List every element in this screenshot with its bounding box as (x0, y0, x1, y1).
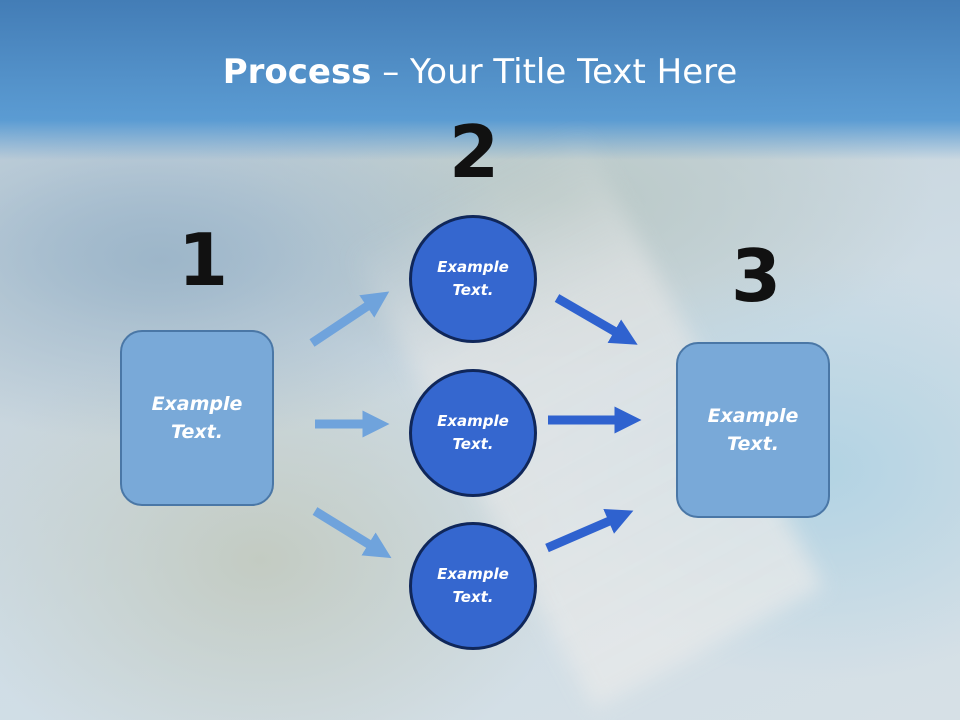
title-rest: – Your Title Text Here (371, 52, 738, 92)
slide-title: Process – Your Title Text Here (0, 52, 960, 92)
title-bold: Process (222, 52, 372, 92)
arrow-top-to-3 (554, 294, 638, 345)
step-2-circle-bottom: Example Text. (409, 522, 537, 650)
arrow-1-to-top (309, 291, 390, 347)
arrow-bottom-to-3 (545, 508, 634, 553)
step-number-3: 3 (731, 234, 782, 318)
step-number-2: 2 (449, 110, 500, 194)
step-3-box: Example Text. (676, 342, 830, 518)
step-2-circle-top: Example Text. (409, 215, 537, 343)
step-2-circle-middle: Example Text. (409, 369, 537, 497)
step-1-box: Example Text. (120, 330, 274, 506)
circle-top-text: Example Text. (437, 257, 509, 299)
step-number-1: 1 (178, 218, 229, 302)
step-3-text: Example Text. (707, 404, 799, 456)
arrow-1-to-bottom (312, 507, 392, 559)
step-1-text: Example Text. (151, 392, 243, 444)
circle-bottom-text: Example Text. (437, 564, 509, 606)
circle-middle-text: Example Text. (437, 411, 509, 453)
